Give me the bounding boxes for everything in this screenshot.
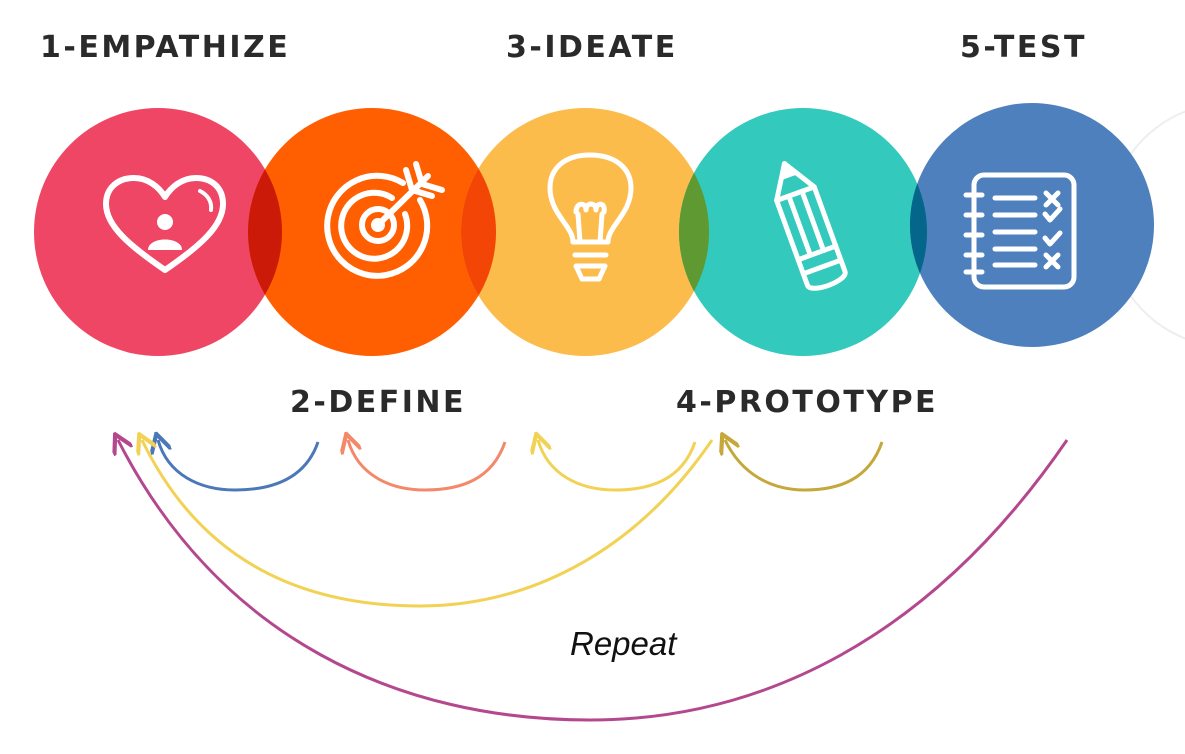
- repeat-label: Repeat: [570, 625, 677, 662]
- arrow-ideate-to-define: [348, 440, 507, 492]
- arrow-prototype-to-ideate: [538, 440, 697, 492]
- target-icon: [324, 161, 445, 279]
- stage-label-ideate: 3-IDEATE: [506, 30, 678, 65]
- stage-circle-ideate: [461, 108, 709, 356]
- stage-label-empathize: 1-EMPATHIZE: [40, 30, 291, 65]
- stage-circle-define: [248, 108, 496, 356]
- stage-label-prototype: 4-PROTOTYPE: [676, 385, 939, 420]
- stage-circle-test: [910, 103, 1154, 347]
- arrow-define-to-empathize: [158, 440, 320, 492]
- arrow-test-to-empathize: [118, 440, 1069, 722]
- stage-label-test: 5-TEST: [960, 30, 1087, 65]
- arrow-prototype-to-empathize: [142, 440, 714, 608]
- pencil-icon: [774, 161, 848, 291]
- checklist-icon: [963, 172, 1077, 290]
- lightbulb-icon: [547, 152, 634, 282]
- stage-circle-empathize: [34, 108, 282, 356]
- arrow-test-to-prototype: [725, 440, 884, 492]
- heart-person-icon: [103, 175, 226, 273]
- stage-label-define: 2-DEFINE: [290, 385, 466, 420]
